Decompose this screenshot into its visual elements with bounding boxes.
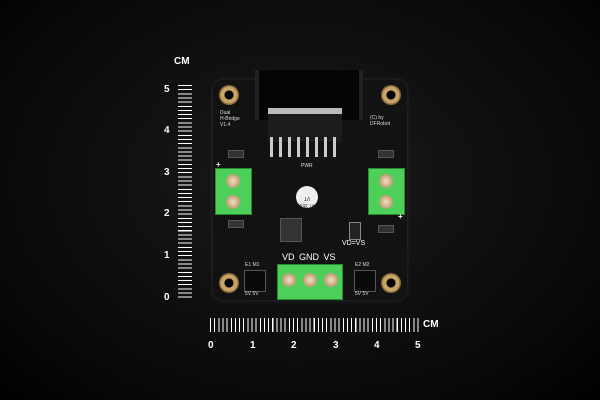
smd-component (378, 225, 394, 233)
ruler-label: 3 (333, 340, 339, 351)
ruler-label: 5 (415, 340, 421, 351)
horizontal-ruler (210, 318, 420, 332)
motor2-terminal (368, 168, 405, 215)
ruler-label: 1 (164, 250, 170, 261)
ic-pins (270, 137, 336, 157)
plus-label: + (398, 212, 403, 221)
power-terminal (277, 264, 343, 300)
jumper (349, 222, 361, 240)
ruler-label: 0 (208, 340, 214, 351)
left-header (244, 270, 266, 292)
motor1-terminal (215, 168, 252, 215)
pwr-label: PWR (301, 163, 313, 169)
mounting-hole (381, 273, 401, 293)
ruler-label: 3 (164, 167, 170, 178)
right-header-label: 5V 5V (355, 291, 369, 297)
ruler-label: 0 (164, 292, 170, 303)
ruler-unit-horizontal: CM (423, 319, 439, 330)
mounting-hole (381, 85, 401, 105)
ruler-label: 2 (291, 340, 297, 351)
left-header-label: E1 M1 (245, 262, 260, 268)
smd-component (228, 220, 244, 228)
mounting-hole (219, 273, 239, 293)
power-terminal-labels: VD GND VS (282, 252, 336, 262)
capacitor: 47 35V VT (296, 186, 318, 208)
h-bridge-ic (268, 108, 342, 142)
right-header (354, 270, 376, 292)
ruler-label: 5 (164, 84, 170, 95)
right-header-label: E2 M2 (355, 262, 370, 268)
smd-component (378, 150, 394, 158)
ruler-label: 2 (164, 208, 170, 219)
jumper-label: VD=VS (342, 240, 366, 247)
smd-component (228, 150, 244, 158)
ruler-label: 4 (164, 125, 170, 136)
ruler-label: 1 (250, 340, 256, 351)
left-header-label: 5V 5V (245, 291, 259, 297)
plus-label: + (216, 160, 221, 169)
mounting-hole (219, 85, 239, 105)
vertical-ruler (178, 85, 192, 300)
ruler-label: 4 (374, 340, 380, 351)
ruler-unit-vertical: CM (174, 56, 190, 67)
regulator (280, 218, 302, 242)
